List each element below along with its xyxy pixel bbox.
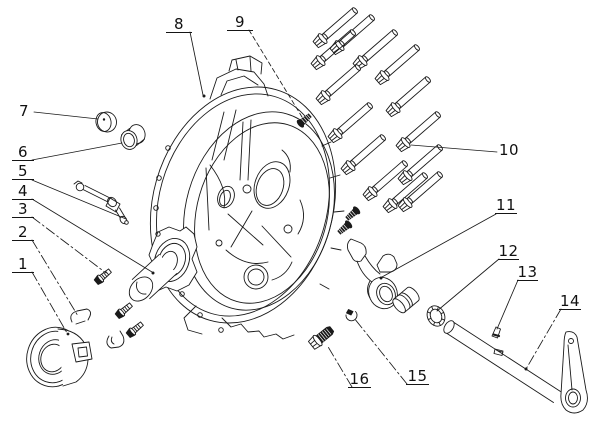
callout-15: 15	[406, 369, 429, 385]
callout-5: 5	[12, 164, 34, 180]
callout-12: 12	[498, 244, 519, 260]
callout-11: 11	[495, 198, 517, 214]
callout-label: 16	[349, 370, 370, 388]
callout-14: 14	[559, 294, 581, 310]
part-small-screw	[335, 219, 354, 237]
part-lock-clip	[345, 309, 358, 322]
part-release-bearing	[26, 326, 93, 388]
part-retaining-clips	[70, 308, 125, 349]
callout-3: 3	[12, 202, 34, 218]
callout-label: 6	[17, 143, 29, 161]
callout-8: 8	[166, 17, 192, 33]
part-mounting-bolts	[295, 4, 446, 237]
part-release-fork	[346, 238, 398, 310]
part-small-screw	[343, 205, 362, 223]
leader-line-10	[410, 144, 498, 153]
callout-label: 7	[19, 102, 30, 120]
callout-label: 11	[495, 196, 517, 214]
leader-line-4	[31, 198, 153, 273]
leader-line-2	[31, 239, 79, 317]
callout-16: 16	[348, 372, 371, 388]
callout-4: 4	[12, 184, 34, 200]
part-bolt-16	[307, 326, 335, 350]
callout-label: 12	[498, 242, 519, 260]
callout-label: 10	[499, 141, 520, 159]
leader-dots	[66, 94, 528, 371]
callout-label: 5	[17, 162, 29, 180]
leader-line-11	[381, 213, 497, 278]
callout-7: 7	[19, 102, 30, 120]
part-guide-sleeve	[128, 226, 198, 302]
leader-line-15	[353, 317, 408, 385]
callout-label: 4	[17, 182, 29, 200]
part-fork-bushing	[392, 286, 420, 314]
part-cap-plug	[95, 111, 117, 133]
callout-label: 8	[173, 15, 185, 33]
leader-line-5	[31, 179, 127, 220]
leader-line-14	[525, 308, 562, 370]
callout-label: 1	[17, 255, 29, 273]
part-pilot-bushing	[120, 124, 146, 150]
callout-label: 9	[234, 13, 246, 31]
part-cross-shaft-lever	[443, 320, 588, 414]
leader-line-3	[31, 216, 107, 274]
callout-label: 2	[17, 223, 29, 241]
callout-label: 15	[407, 367, 428, 385]
leader-line-13	[496, 279, 519, 330]
leader-line-12	[436, 258, 500, 312]
callout-label: 14	[559, 292, 581, 310]
callout-2: 2	[12, 225, 34, 241]
leader-line-7	[33, 111, 99, 120]
leader-line-8	[189, 31, 204, 96]
callout-1: 1	[12, 257, 34, 273]
callout-label: 13	[517, 263, 538, 281]
leader-line-16	[326, 344, 353, 388]
part-seal-ring	[426, 305, 446, 327]
callout-label: 3	[17, 200, 29, 218]
part-pin	[491, 326, 501, 339]
leader-lines	[31, 29, 562, 388]
part-linkage-lever	[73, 180, 129, 225]
callout-9: 9	[227, 15, 253, 31]
leader-line-9	[248, 29, 303, 118]
callout-6: 6	[12, 145, 34, 161]
callout-10: 10	[499, 141, 520, 159]
leader-line-6	[31, 142, 123, 161]
leader-line-1	[31, 271, 68, 334]
callout-13: 13	[517, 265, 538, 281]
part-clutch-housing	[149, 55, 345, 340]
